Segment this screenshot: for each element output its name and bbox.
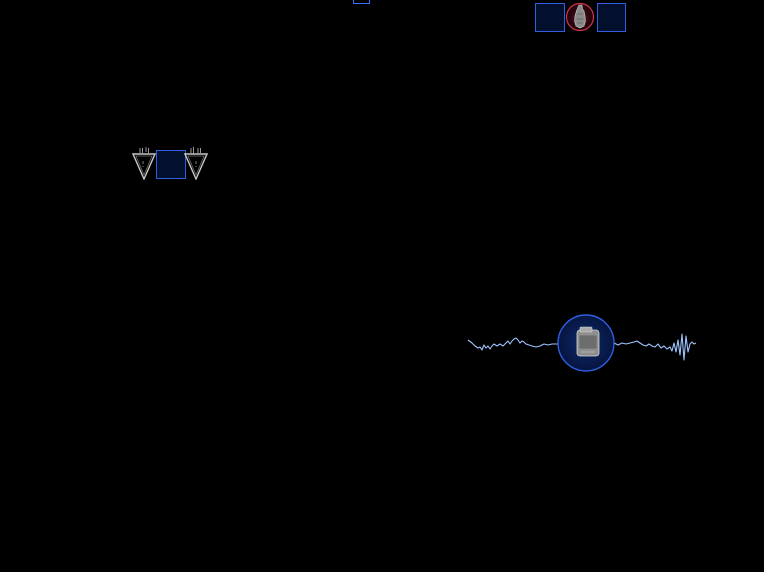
left-slot[interactable] [156,150,186,179]
hud-slot-right[interactable] [597,3,626,32]
triangle-marker-icon [132,147,156,180]
triangle-marker-icon [184,147,208,180]
jar-icon[interactable] [557,314,615,372]
flame-icon[interactable] [565,2,595,32]
cursor-marker [353,0,370,4]
hud-slot-left[interactable] [535,3,565,32]
